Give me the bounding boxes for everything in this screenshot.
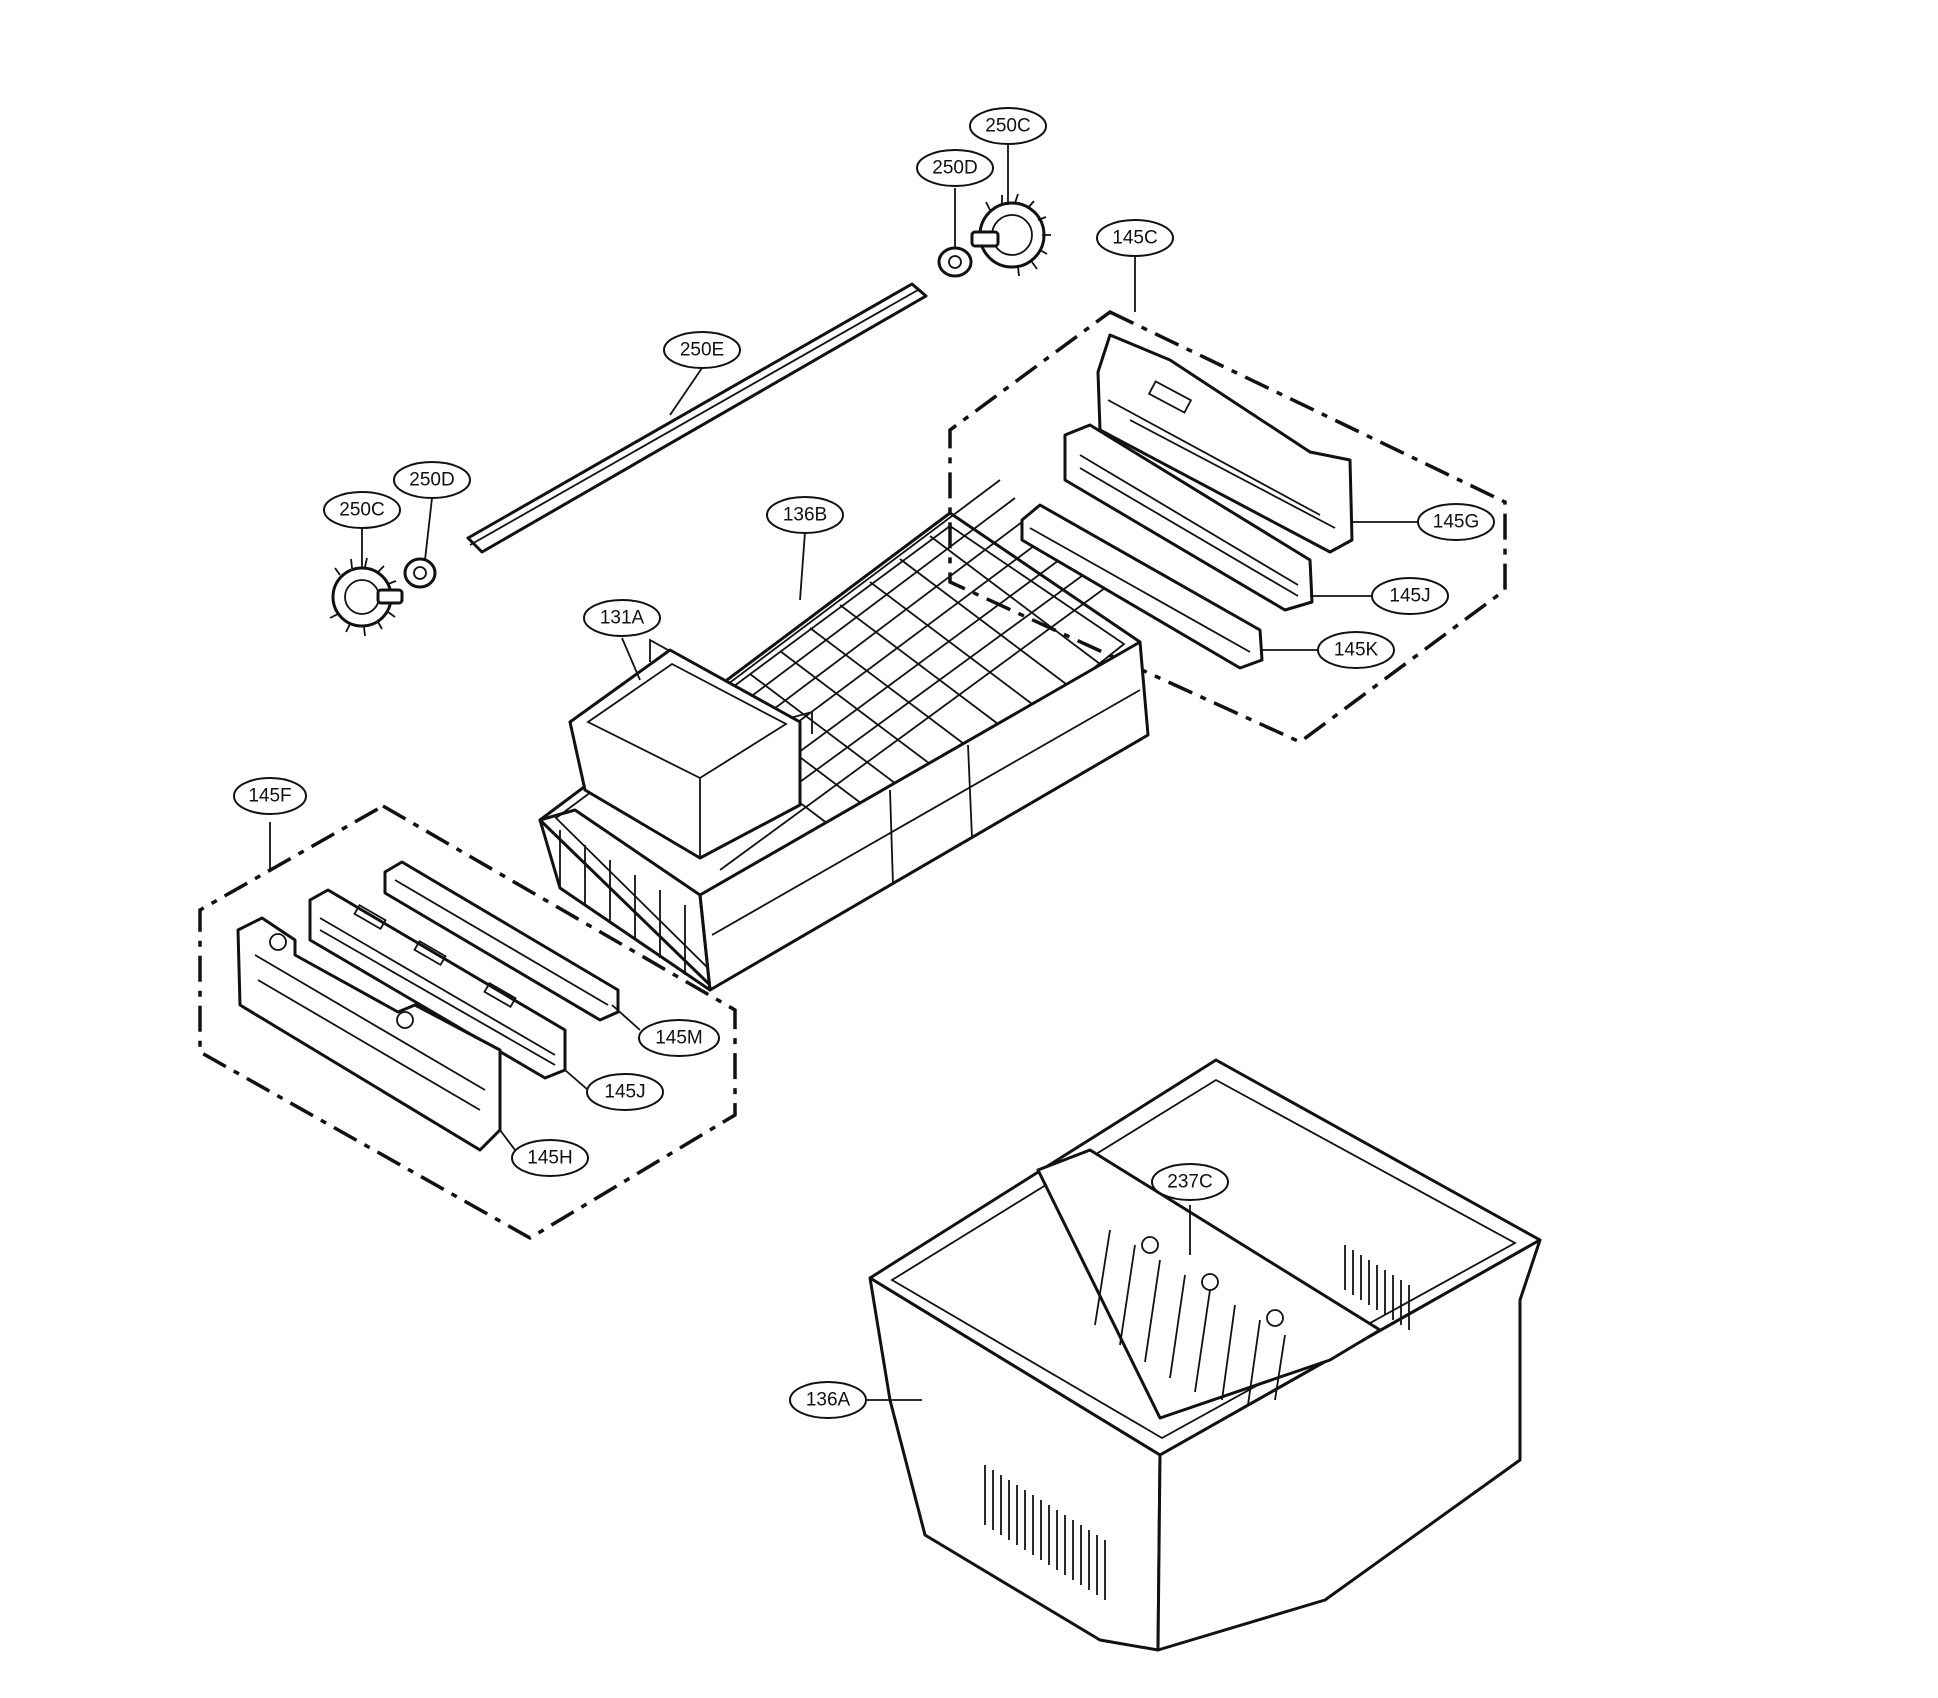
svg-text:145C: 145C (1112, 228, 1157, 249)
callout-145K: 145K (1317, 631, 1395, 669)
callout-237C: 237C (1151, 1163, 1229, 1201)
callout-131A: 131A (583, 599, 661, 637)
rail-145K (1020, 503, 1264, 670)
svg-text:145H: 145H (527, 1148, 572, 1169)
svg-text:145G: 145G (1433, 512, 1479, 533)
callout-250E: 250E (663, 331, 741, 369)
rail-145J-right (1063, 423, 1314, 612)
rail-145H (236, 916, 502, 1152)
gear-250C-top (970, 193, 1051, 277)
cap-250D-top (937, 246, 973, 278)
callout-250D-left: 250D (393, 461, 471, 499)
gear-250C-left (329, 557, 404, 637)
svg-text:250D: 250D (932, 158, 977, 179)
rail-145M (383, 860, 620, 1022)
rail-145G (1096, 333, 1354, 554)
cap-250D-left (403, 557, 437, 589)
leader-250E (669, 367, 703, 416)
svg-text:145J: 145J (1389, 586, 1430, 607)
callout-145H: 145H (511, 1139, 589, 1177)
svg-text:136B: 136B (783, 505, 827, 526)
callout-145J-right: 145J (1371, 577, 1449, 615)
rod-250E (466, 282, 928, 554)
svg-text:250D: 250D (409, 470, 454, 491)
svg-text:131A: 131A (600, 608, 645, 629)
callout-145F: 145F (233, 777, 307, 815)
callout-136A: 136A (789, 1381, 867, 1419)
callout-145G: 145G (1417, 503, 1495, 541)
callout-250D-top: 250D (916, 149, 994, 187)
svg-text:136A: 136A (806, 1390, 851, 1411)
leader-250D-left (424, 497, 433, 561)
callout-145J-left: 145J (586, 1073, 664, 1111)
callout-145M: 145M (638, 1019, 720, 1057)
svg-text:145K: 145K (1334, 640, 1379, 661)
leader-145M (611, 1004, 641, 1031)
group-145F-boundary (198, 803, 737, 1241)
svg-text:237C: 237C (1167, 1172, 1212, 1193)
leader-145H (499, 1129, 516, 1151)
svg-text:250E: 250E (680, 340, 724, 361)
callout-250C-left: 250C (323, 491, 401, 529)
callout-145C: 145C (1096, 219, 1174, 257)
group-145C-boundary (948, 309, 1507, 745)
callout-136B: 136B (766, 496, 844, 534)
bin-136A (868, 1058, 1542, 1652)
bin-131A (568, 638, 813, 860)
leader-136B (799, 531, 806, 601)
leader-145J-left (564, 1069, 589, 1091)
leader-131A (621, 637, 641, 681)
wire-basket-136B (538, 479, 1150, 992)
svg-text:145J: 145J (604, 1082, 645, 1103)
svg-text:250C: 250C (985, 116, 1030, 137)
callout-250C-top: 250C (969, 107, 1047, 145)
svg-text:145F: 145F (248, 786, 291, 807)
svg-text:250C: 250C (339, 500, 384, 521)
svg-text:145M: 145M (655, 1028, 703, 1049)
